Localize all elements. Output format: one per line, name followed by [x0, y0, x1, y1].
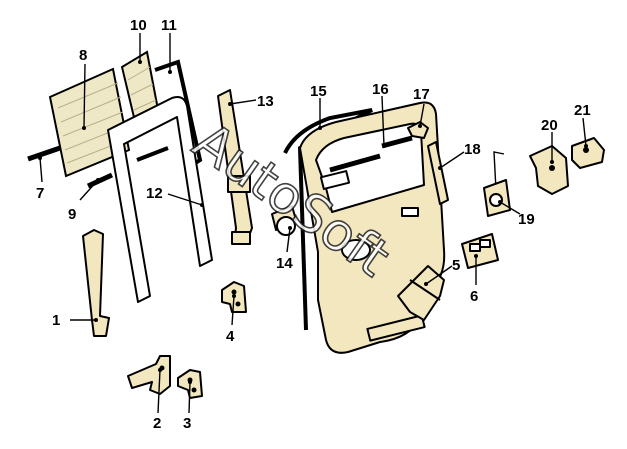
callout-18: 18 [464, 141, 481, 158]
part-6-lock-housing [461, 233, 499, 269]
part-21-bracket [571, 137, 605, 169]
part-2-lower-hinge [127, 355, 171, 395]
callout-5: 5 [452, 257, 460, 274]
callout-9: 9 [68, 206, 76, 223]
part-8-window-glass [48, 67, 131, 178]
callout-19: 19 [518, 211, 535, 228]
callout-17: 17 [413, 86, 430, 103]
callout-11: 11 [161, 17, 177, 34]
glass-lower-strip [136, 146, 169, 162]
part-1-lower-channel [82, 229, 110, 337]
callout-21: 21 [574, 102, 591, 119]
callout-3: 3 [183, 415, 191, 432]
part-20-striker [529, 145, 569, 195]
part-18-trim-strip [427, 141, 449, 205]
part-12-window-frame [107, 96, 213, 303]
part-9-strip [86, 172, 114, 189]
callout-2: 2 [153, 415, 161, 432]
part-15-door-seal [283, 108, 373, 331]
callout-1: 1 [52, 312, 60, 329]
callout-4: 4 [226, 328, 235, 345]
callout-14: 14 [276, 255, 293, 272]
callout-6: 6 [470, 288, 478, 305]
leader-dots [38, 60, 588, 384]
callout-7: 7 [36, 185, 44, 202]
leader-lines [39, 33, 587, 414]
part-16-inner-handle-strip [381, 135, 413, 149]
callout-16: 16 [372, 81, 389, 98]
callout-13: 13 [257, 93, 274, 110]
callout-12: 12 [146, 185, 163, 202]
part-14-interior-handle [271, 205, 297, 236]
callout-labels: 1 2 3 4 5 6 7 8 9 10 11 12 13 14 15 16 1… [36, 17, 591, 432]
callout-10: 10 [130, 17, 147, 34]
part-7-strip [27, 145, 61, 162]
part-17-clip [407, 121, 429, 139]
callout-20: 20 [541, 117, 558, 134]
callout-15: 15 [310, 83, 327, 100]
callout-8: 8 [79, 47, 87, 64]
part-13-regulator-rail [217, 89, 253, 245]
